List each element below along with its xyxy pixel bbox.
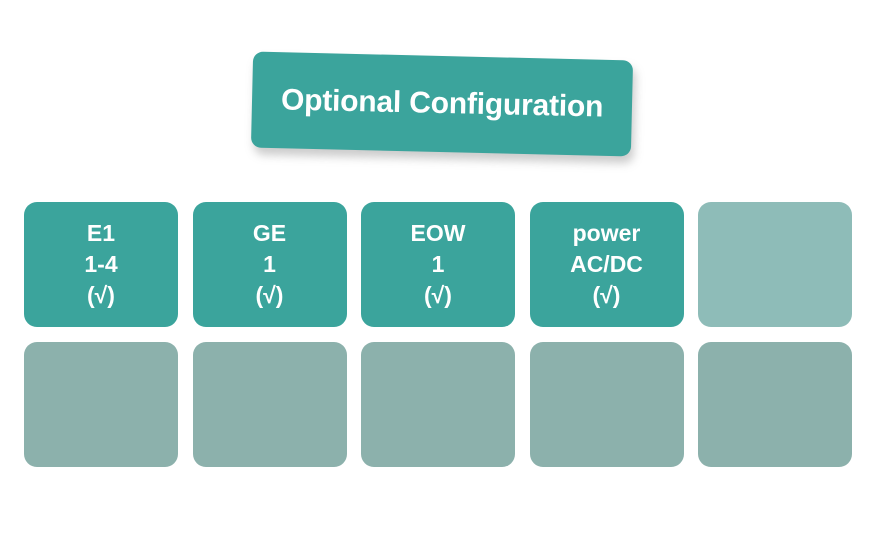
card-row-1: E1 1-4 (√) GE 1 (√) EOW 1 (√) power AC/D… (24, 202, 856, 327)
config-card-eow-line-2: 1 (431, 251, 445, 277)
config-card-e1-line-1: E1 (86, 220, 116, 246)
banner-title: Optional Configuration (280, 83, 604, 124)
config-card-empty-r2c1[interactable] (24, 342, 178, 467)
banner-container: Optional Configuration (250, 51, 634, 157)
config-card-ge[interactable]: GE 1 (√) (192, 202, 347, 327)
card-row-2 (24, 342, 856, 467)
optional-configuration-banner: Optional Configuration (250, 51, 634, 157)
config-card-empty-r1c5[interactable] (698, 202, 852, 327)
config-card-e1-line-3: (√) (87, 282, 115, 308)
config-card-empty-r2c2[interactable] (192, 342, 347, 467)
config-card-empty-r2c4[interactable] (529, 342, 684, 467)
config-card-power[interactable]: power AC/DC (√) (529, 202, 684, 327)
config-card-e1[interactable]: E1 1-4 (√) (24, 202, 178, 327)
configuration-card-grid: E1 1-4 (√) GE 1 (√) EOW 1 (√) power AC/D… (24, 202, 856, 467)
config-card-eow[interactable]: EOW 1 (√) (361, 202, 515, 327)
config-card-power-line-1: power (572, 220, 641, 246)
config-card-e1-line-2: 1-4 (84, 251, 118, 277)
config-card-ge-line-2: 1 (263, 251, 276, 277)
config-card-empty-r2c3[interactable] (361, 342, 515, 467)
config-card-ge-line-3: (√) (255, 282, 284, 308)
config-card-eow-line-1: EOW (410, 220, 466, 246)
config-card-eow-line-3: (√) (424, 282, 452, 308)
config-card-power-line-2: AC/DC (570, 251, 643, 277)
config-card-power-line-3: (√) (592, 282, 621, 308)
config-card-ge-line-1: GE (252, 220, 287, 246)
config-card-empty-r2c5[interactable] (698, 342, 852, 467)
